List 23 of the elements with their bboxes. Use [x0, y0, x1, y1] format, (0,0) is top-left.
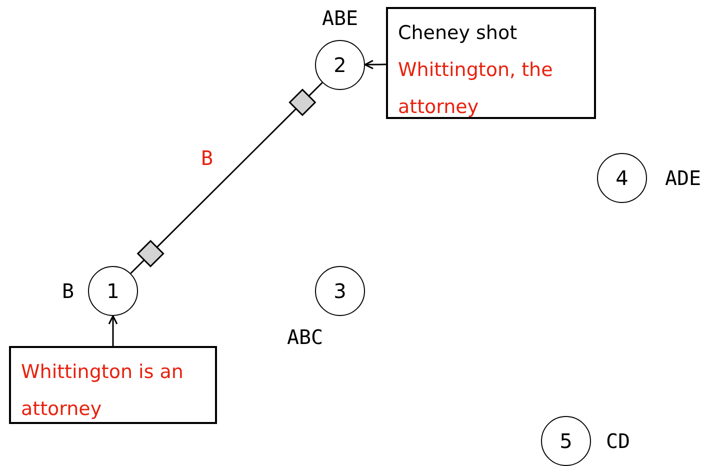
arrow	[108, 315, 118, 346]
node-number: 5	[560, 429, 572, 453]
text-box	[386, 7, 596, 119]
node-number: 3	[334, 279, 346, 303]
node-tag: ABC	[286, 325, 324, 349]
node-number: 4	[616, 166, 628, 190]
box-text: Cheney shot	[398, 21, 518, 46]
node-circle	[315, 266, 365, 316]
node-number: 1	[106, 279, 120, 303]
node-tag: ADE	[664, 166, 702, 190]
node-circle	[315, 40, 365, 90]
arrow	[364, 60, 386, 70]
node-circle	[541, 416, 591, 466]
node-tag: ABE	[322, 6, 358, 30]
box-text: Whittington, the attorney	[398, 58, 554, 120]
node-tag: CD	[606, 429, 630, 453]
box-text: Whittington is an attorney	[21, 360, 184, 422]
node-circle	[88, 266, 138, 316]
node-tag: B	[62, 279, 74, 303]
node-circle	[597, 153, 647, 203]
connector-line	[130, 82, 323, 274]
node-number: 2	[334, 53, 346, 77]
text-box	[9, 346, 217, 424]
